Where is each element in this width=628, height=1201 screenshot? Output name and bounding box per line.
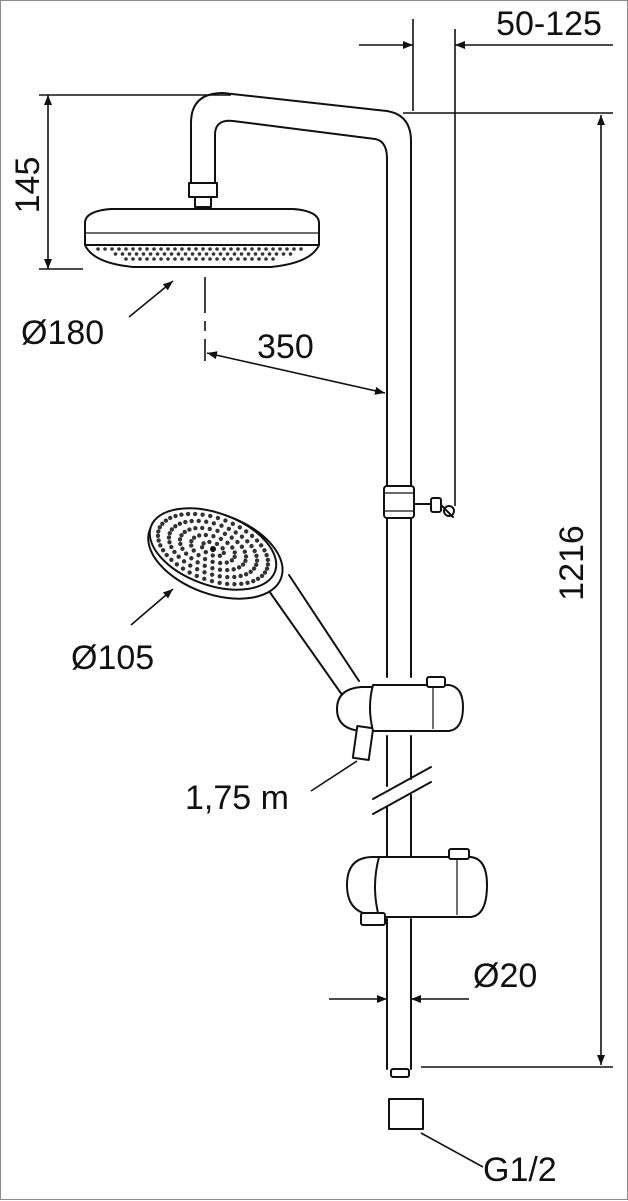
dimension-rail-diameter: Ø20 <box>329 957 537 1003</box>
dimension-arm-reach: 350 <box>204 277 386 395</box>
dimension-hose-length: 1,75 m <box>185 760 358 817</box>
label-rail-diameter: Ø20 <box>473 957 537 995</box>
connection-fitting: G1/2 <box>388 1098 557 1189</box>
label-hose-length: 1,75 m <box>185 779 289 817</box>
dimension-total-height: 1216 <box>403 112 613 1068</box>
hand-shower-holder <box>336 676 464 761</box>
label-hand-diameter: Ø105 <box>71 639 154 677</box>
hand-shower <box>147 507 360 700</box>
dimension-overhead-diameter: Ø180 <box>21 280 174 352</box>
label-connection: G1/2 <box>483 1151 557 1189</box>
label-arm-offset: 50-125 <box>496 5 602 43</box>
shower-arm <box>188 92 412 487</box>
overhead-nozzles <box>96 247 303 261</box>
label-overhead-diameter: Ø180 <box>21 314 104 352</box>
riser-coupling <box>383 485 455 519</box>
label-head-height: 145 <box>9 157 47 214</box>
lower-slider <box>346 848 488 926</box>
label-arm-reach: 350 <box>257 328 314 366</box>
hand-shower-nozzles <box>155 511 271 587</box>
dimension-head-height: 145 <box>9 94 231 270</box>
dimension-hand-diameter: Ø105 <box>71 588 174 677</box>
overhead-shower-head <box>84 208 320 268</box>
label-total-height: 1216 <box>553 525 591 601</box>
slide-rail <box>372 517 432 1078</box>
dimension-arm-offset: 50-125 <box>359 5 613 506</box>
